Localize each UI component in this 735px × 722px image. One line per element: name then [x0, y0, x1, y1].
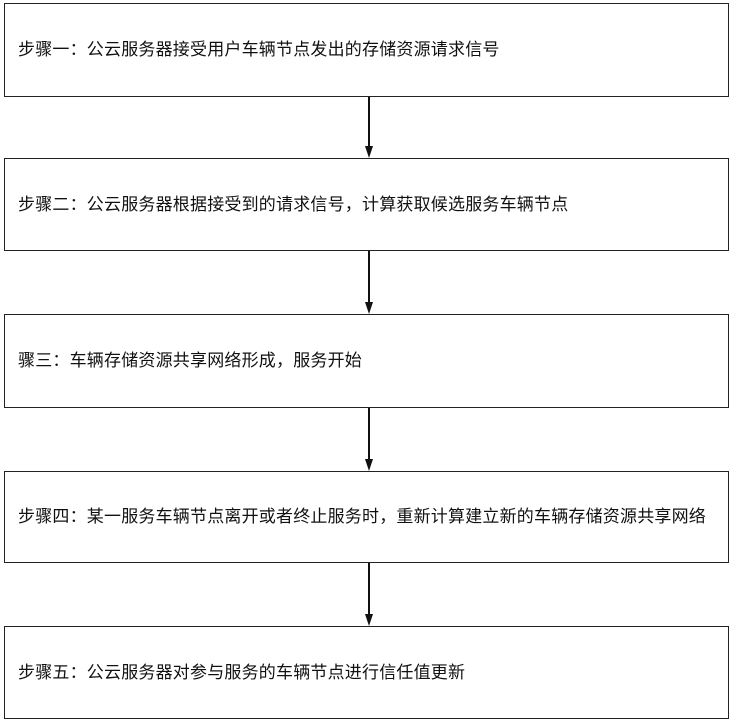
arrowhead-3-4	[365, 459, 373, 471]
step-5-text: 步骤五：公云服务器对参与服务的车辆节点进行信任值更新	[18, 656, 465, 690]
arrowhead-1-2	[365, 146, 373, 158]
arrow-1-2	[368, 97, 370, 147]
arrow-4-5	[368, 563, 370, 615]
step-4-box: 步骤四：某一服务车辆节点离开或者终止服务时，重新计算建立新的车辆存储资源共享网络	[4, 471, 729, 563]
arrowhead-2-3	[365, 302, 373, 314]
step-4-text: 步骤四：某一服务车辆节点离开或者终止服务时，重新计算建立新的车辆存储资源共享网络	[18, 500, 706, 534]
arrow-2-3	[368, 251, 370, 303]
step-3-text: 骤三：车辆存储资源共享网络形成，服务开始	[18, 344, 362, 378]
step-1-text: 步骤一：公云服务器接受用户车辆节点发出的存储资源请求信号	[18, 33, 500, 67]
step-5-box: 步骤五：公云服务器对参与服务的车辆节点进行信任值更新	[4, 626, 729, 719]
step-2-box: 步骤二：公云服务器根据接受到的请求信号，计算获取候选服务车辆节点	[4, 158, 729, 251]
arrowhead-4-5	[365, 614, 373, 626]
step-1-box: 步骤一：公云服务器接受用户车辆节点发出的存储资源请求信号	[4, 3, 729, 97]
arrow-3-4	[368, 408, 370, 460]
step-2-text: 步骤二：公云服务器根据接受到的请求信号，计算获取候选服务车辆节点	[18, 188, 568, 222]
step-3-box: 骤三：车辆存储资源共享网络形成，服务开始	[4, 314, 729, 408]
